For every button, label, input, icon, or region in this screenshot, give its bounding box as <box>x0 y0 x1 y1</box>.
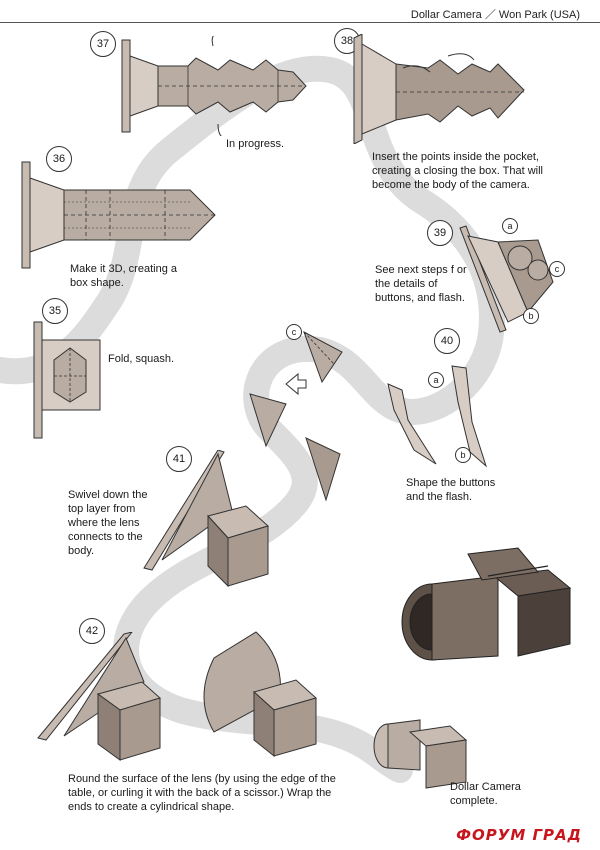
step-35-figure <box>33 321 101 439</box>
step-40-figure-e <box>451 365 488 468</box>
page-header: Dollar Camera ／ Won Park (USA) <box>410 9 580 21</box>
label-c-39: c <box>549 261 565 277</box>
label-a-39: a <box>502 218 518 234</box>
final-camera-figure <box>401 547 572 661</box>
step-42-number: 42 <box>79 618 105 644</box>
step-36-figure <box>21 161 216 269</box>
step-36-number: 36 <box>46 146 72 172</box>
step-42-figure-b <box>203 631 318 758</box>
step-37-number: 37 <box>90 31 116 57</box>
step-39-caption: See next steps f or the details of butto… <box>375 264 467 304</box>
step-42-figure-a <box>37 632 162 761</box>
step-41-number: 41 <box>166 446 192 472</box>
step-39-number: 39 <box>427 220 453 246</box>
step-38-caption: Insert the points inside the pocket, cre… <box>372 151 543 191</box>
label-b-40: b <box>455 447 471 463</box>
step-40-figure-a <box>303 330 343 384</box>
step-35-number: 35 <box>42 298 68 324</box>
final-caption: Dollar Camera complete. <box>450 781 521 807</box>
step-36-caption: Make it 3D, creating a box shape. <box>70 263 177 289</box>
step-40-caption: Shape the buttons and the flash. <box>406 477 496 503</box>
step-39-figure <box>459 225 554 333</box>
step-40-figure-d <box>387 383 437 465</box>
step-40-figure-c <box>305 437 341 502</box>
step-41-caption: Swivel down the top layer from where the… <box>68 489 148 557</box>
step-37-caption: In progress. <box>226 138 285 150</box>
header-rule <box>0 22 600 23</box>
step-40-number: 40 <box>434 328 460 354</box>
step-40-figure-b <box>249 393 287 448</box>
step-37-figure <box>121 36 307 136</box>
step-41-figure <box>143 450 269 588</box>
forum-grad-watermark: ФОРУМ ГРАД <box>456 826 582 844</box>
step-42-figure-c <box>373 719 468 789</box>
step-35-caption: Fold, squash. <box>108 353 175 365</box>
arrow-icon <box>285 372 307 396</box>
step-42-caption: Round the surface of the lens (by using … <box>68 773 336 813</box>
label-a-40: a <box>428 372 444 388</box>
label-b-39: b <box>523 308 539 324</box>
step-38-figure <box>353 34 525 144</box>
label-c-40: c <box>286 324 302 340</box>
